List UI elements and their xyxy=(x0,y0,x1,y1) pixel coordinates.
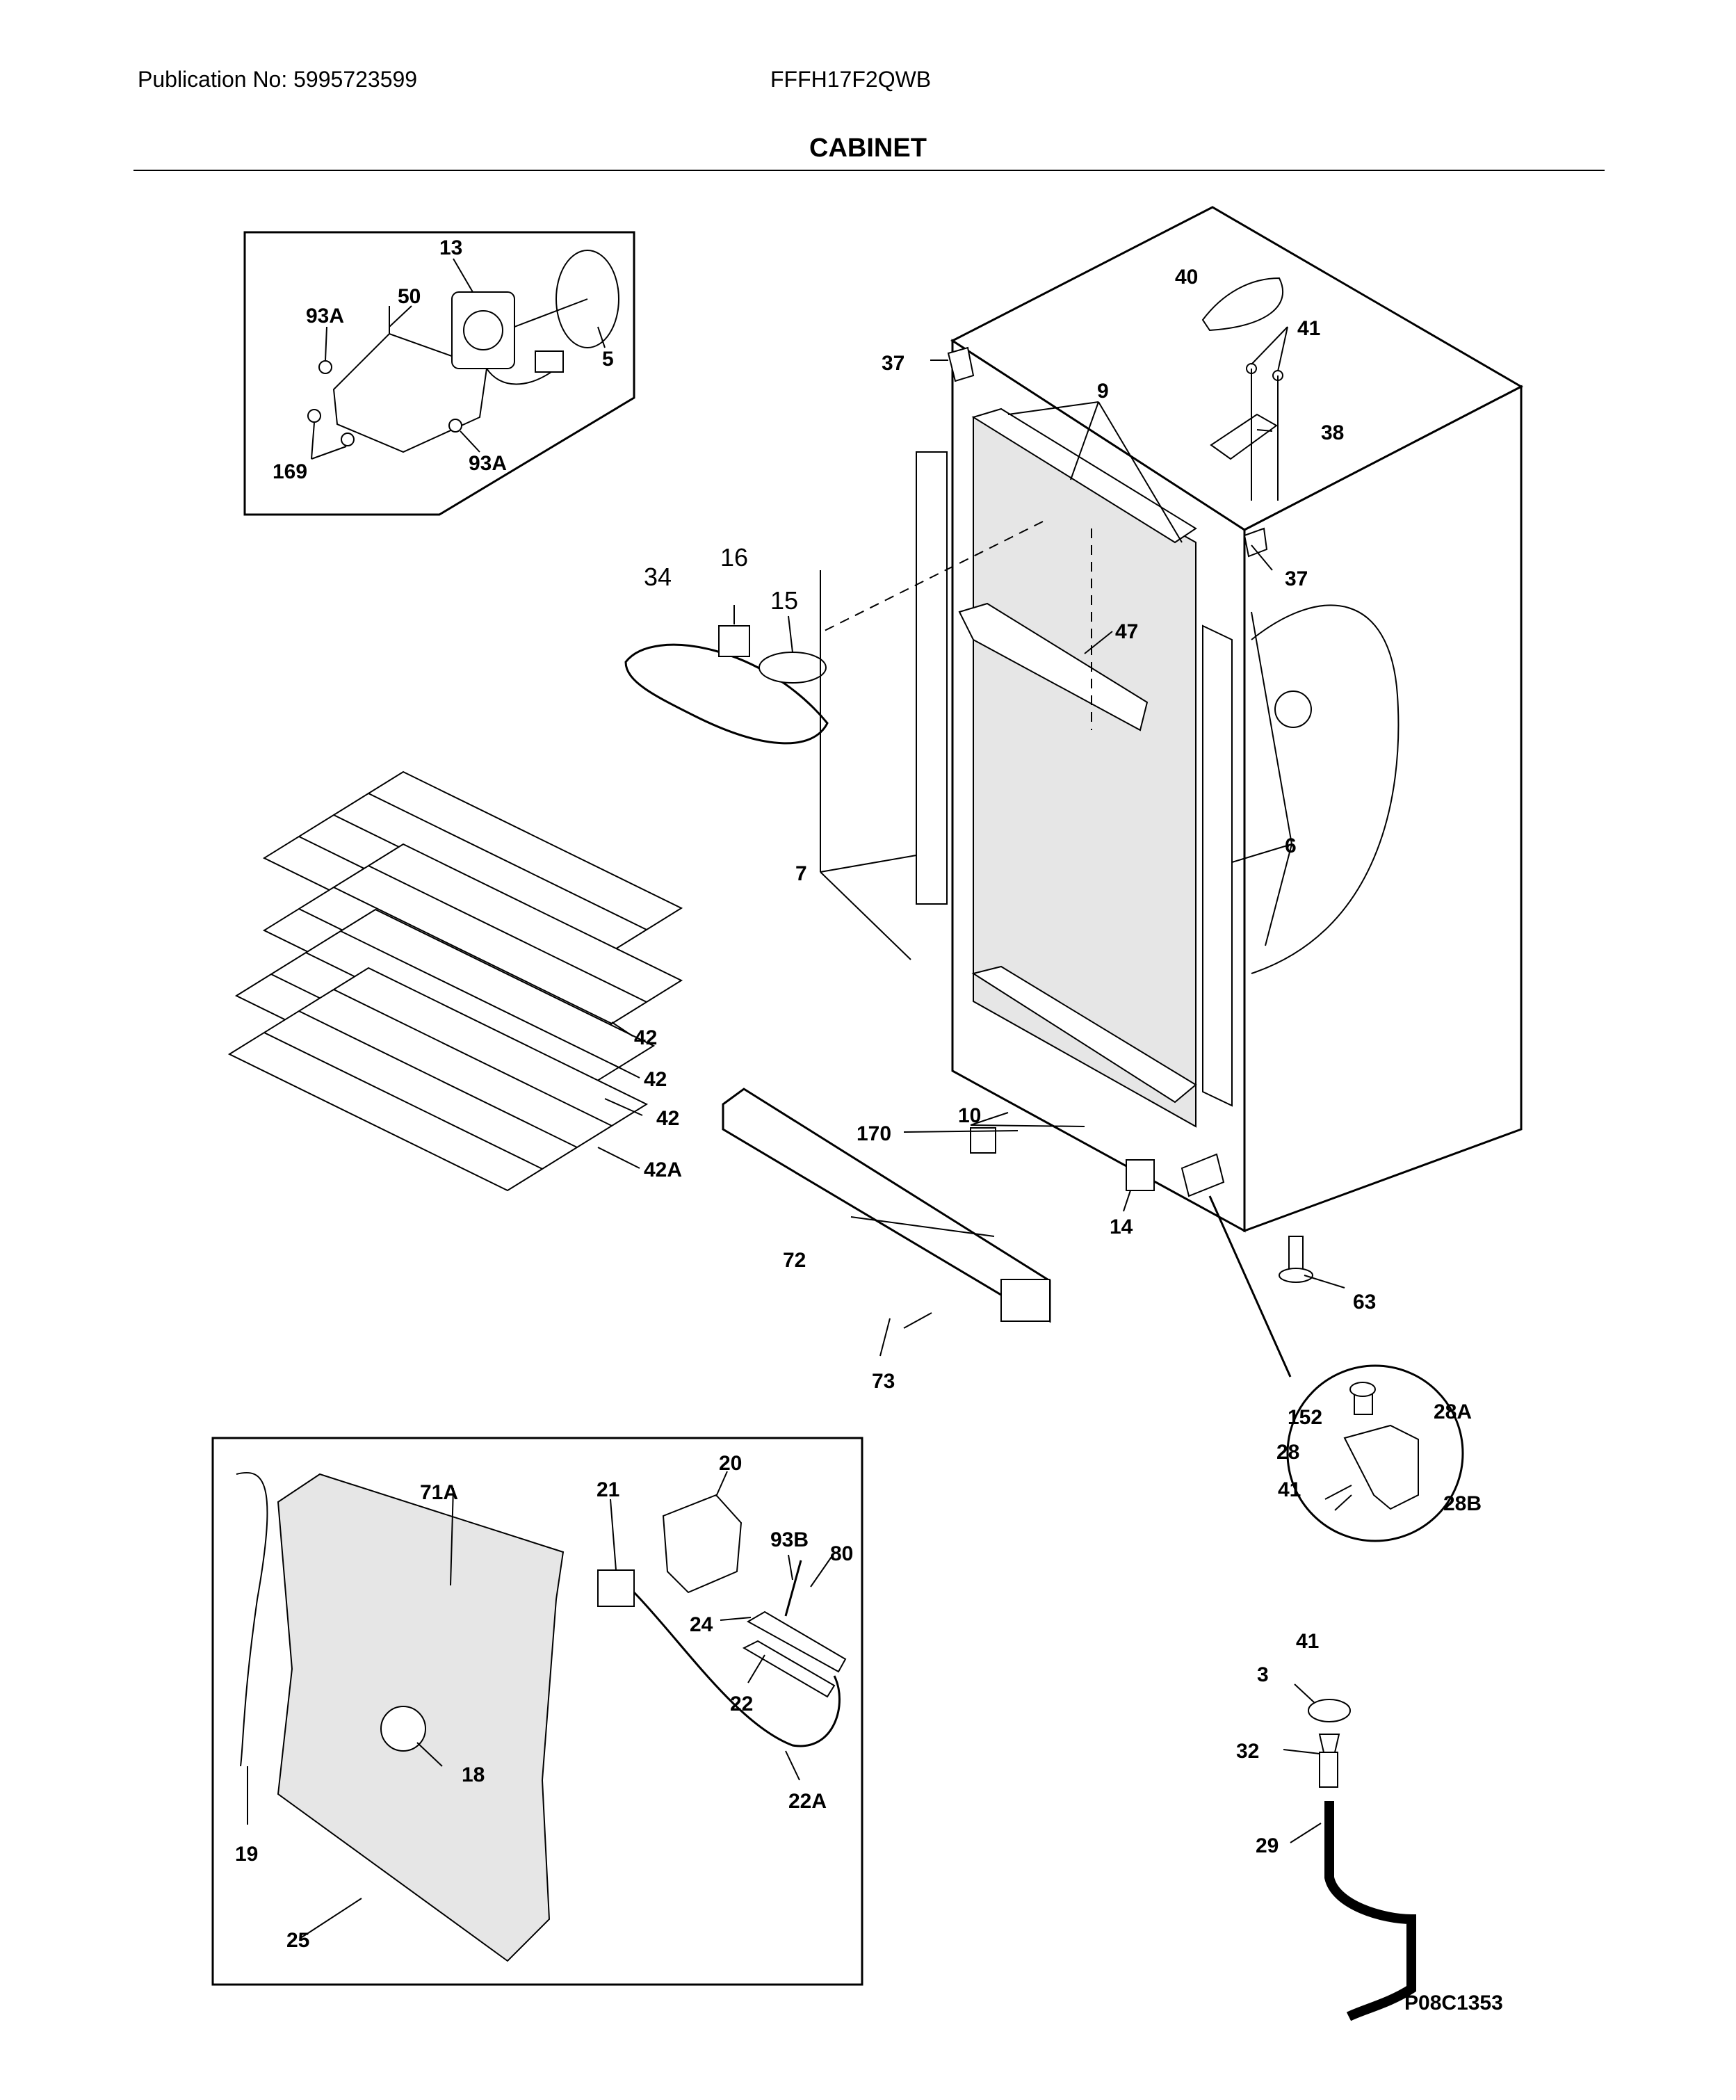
callout-41: 41 xyxy=(1296,1630,1319,1653)
light-bulb-15 xyxy=(759,652,827,684)
breaker-trim-top xyxy=(971,407,1197,544)
callout-152: 152 xyxy=(1288,1406,1322,1429)
callout-170: 170 xyxy=(857,1122,891,1145)
callout-41: 41 xyxy=(1297,317,1320,340)
callout-6: 6 xyxy=(1285,834,1297,857)
page-title: CABINET xyxy=(809,134,927,163)
door-switch-14 xyxy=(1126,1159,1155,1191)
bushing-32 xyxy=(1318,1734,1340,1753)
front-lower-parts xyxy=(722,1088,1345,1357)
callout-93B: 93B xyxy=(770,1528,809,1551)
callout-41: 41 xyxy=(1278,1478,1301,1501)
callout-42: 42 xyxy=(656,1107,679,1130)
hinge-cap-152 xyxy=(1349,1382,1376,1397)
corner-37-left xyxy=(947,346,975,382)
callout-71A: 71A xyxy=(420,1481,458,1504)
grille-end-cap xyxy=(1000,1279,1050,1322)
leveler-leg-63 xyxy=(1288,1236,1304,1273)
light-socket-16 xyxy=(718,625,750,657)
callout-29: 29 xyxy=(1256,1834,1279,1857)
shelf-support-47 xyxy=(958,602,1149,732)
callout-15: 15 xyxy=(770,586,798,615)
callout-16: 16 xyxy=(720,543,748,572)
callout-93A: 93A xyxy=(306,305,344,328)
callout-7: 7 xyxy=(795,862,807,885)
callout-42A: 42A xyxy=(644,1158,682,1181)
callout-169: 169 xyxy=(273,460,307,483)
callout-47: 47 xyxy=(1115,620,1138,643)
publication-number: Publication No: 5995723599 xyxy=(138,67,418,92)
shelf-42A-bottom xyxy=(227,967,649,1192)
callout-18: 18 xyxy=(462,1763,485,1786)
leg-assembly xyxy=(1283,1683,1416,2021)
hinge-cover-40 xyxy=(1201,277,1283,332)
breaker-trim-bottom xyxy=(971,965,1197,1104)
callout-38: 38 xyxy=(1321,421,1344,444)
top-hinge-assembly xyxy=(1201,277,1288,501)
callout-10: 10 xyxy=(958,1104,981,1127)
evaporator-cover-inset xyxy=(211,1437,863,1986)
callout-labels: 40 41 37 9 38 37 34 16 15 47 7 6 42 42 4… xyxy=(235,266,1503,2014)
hinge-28 xyxy=(1343,1424,1419,1510)
grommet-18 xyxy=(380,1706,426,1752)
light-assembly xyxy=(624,605,829,745)
capillary-22A xyxy=(633,1591,841,1747)
callout-20: 20 xyxy=(719,1452,742,1475)
callout-37: 37 xyxy=(1285,567,1308,590)
callout-28: 28 xyxy=(1276,1441,1299,1464)
callout-22A: 22A xyxy=(788,1790,827,1813)
callout-25: 25 xyxy=(286,1929,309,1952)
hinge-38 xyxy=(1210,413,1278,460)
callout-24: 24 xyxy=(690,1613,713,1636)
callout-80: 80 xyxy=(830,1542,853,1565)
callout-21: 21 xyxy=(597,1478,619,1501)
cover-24 xyxy=(746,1610,847,1673)
lower-hinge-detail xyxy=(1286,1364,1464,1542)
lower-hinge-bracket xyxy=(1181,1153,1225,1197)
callout-73: 73 xyxy=(872,1370,895,1393)
model-number: FFFH17F2QWB xyxy=(770,67,932,92)
cabinet-leaders xyxy=(597,360,1292,1169)
callout-72: 72 xyxy=(783,1249,806,1272)
callout-28A: 28A xyxy=(1434,1400,1472,1423)
callout-63: 63 xyxy=(1353,1291,1376,1314)
callout-9: 9 xyxy=(1097,380,1109,403)
screw-73 xyxy=(903,1312,932,1329)
switch-boot-170 xyxy=(970,1127,996,1154)
wire-shelves xyxy=(227,770,683,1192)
corner-37-right xyxy=(1243,527,1268,558)
breaker-trim-left xyxy=(916,451,948,905)
callout-14: 14 xyxy=(1110,1215,1133,1238)
callout-37: 37 xyxy=(882,352,904,375)
title-divider xyxy=(133,170,1605,171)
strip-19 xyxy=(236,1471,268,1767)
callout-19: 19 xyxy=(235,1843,258,1866)
callout-50: 50 xyxy=(398,285,421,308)
callout-42: 42 xyxy=(644,1068,667,1091)
callout-32: 32 xyxy=(1236,1740,1259,1763)
bracket-80 xyxy=(784,1560,802,1617)
thermostat-21 xyxy=(597,1569,635,1607)
breaker-trim-right xyxy=(1202,624,1233,1107)
callout-5: 5 xyxy=(602,348,614,371)
hinge-detail-connector xyxy=(1208,1195,1292,1378)
cabinet-body xyxy=(820,206,1524,1233)
leg-29 xyxy=(1324,1801,1416,2021)
light-shield-34 xyxy=(624,643,829,745)
callout-42: 42 xyxy=(634,1026,657,1049)
cap-3 xyxy=(1308,1699,1351,1722)
callout-93A: 93A xyxy=(469,452,507,475)
callout-13: 13 xyxy=(439,236,462,259)
diagram-code: P08C1353 xyxy=(1404,1992,1503,2014)
callout-28B: 28B xyxy=(1443,1492,1482,1515)
callout-34: 34 xyxy=(644,563,672,591)
callout-40: 40 xyxy=(1175,266,1198,289)
callout-3: 3 xyxy=(1257,1663,1269,1686)
callout-22: 22 xyxy=(730,1693,753,1715)
screw-93A xyxy=(318,360,332,374)
trim-22 xyxy=(742,1640,836,1698)
fan-motor-inset: 13 50 93A 5 169 93A xyxy=(243,231,635,516)
